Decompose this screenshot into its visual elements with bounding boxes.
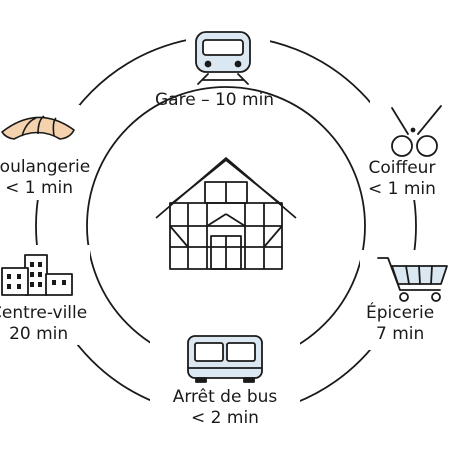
half-timbered-house-icon bbox=[155, 157, 297, 270]
coiffeur-name: Coiffeur bbox=[368, 158, 436, 178]
boulangerie-name: Boulangerie bbox=[0, 157, 91, 177]
arret-bus-label: Arrêt de bus < 2 min bbox=[160, 387, 290, 429]
coiffeur-label: Coiffeur < 1 min bbox=[368, 158, 436, 200]
croissant-icon bbox=[1, 115, 75, 140]
train-icon bbox=[195, 31, 251, 85]
epicerie-label: Épicerie 7 min bbox=[366, 303, 434, 345]
shopping-cart-icon bbox=[377, 257, 448, 302]
coiffeur-time: < 1 min bbox=[368, 179, 436, 199]
boulangerie-label: Boulangerie < 1 min bbox=[0, 157, 90, 199]
centre-ville-name: Centre-ville bbox=[0, 303, 88, 323]
epicerie-time: 7 min bbox=[375, 324, 425, 344]
arret-bus-time: < 2 min bbox=[191, 408, 259, 428]
boulangerie-time: < 1 min bbox=[5, 178, 74, 198]
centre-ville-time: 20 min bbox=[9, 324, 69, 344]
city-buildings-icon bbox=[1, 254, 73, 296]
centre-ville-label: Centre-ville 20 min bbox=[0, 303, 87, 345]
gare-label: Gare – 10 min bbox=[155, 90, 274, 111]
scissors-icon bbox=[391, 105, 442, 157]
epicerie-name: Épicerie bbox=[366, 303, 435, 323]
gare-name-time: Gare – 10 min bbox=[155, 90, 275, 110]
bus-icon bbox=[187, 335, 263, 383]
arret-bus-name: Arrêt de bus bbox=[172, 387, 278, 407]
